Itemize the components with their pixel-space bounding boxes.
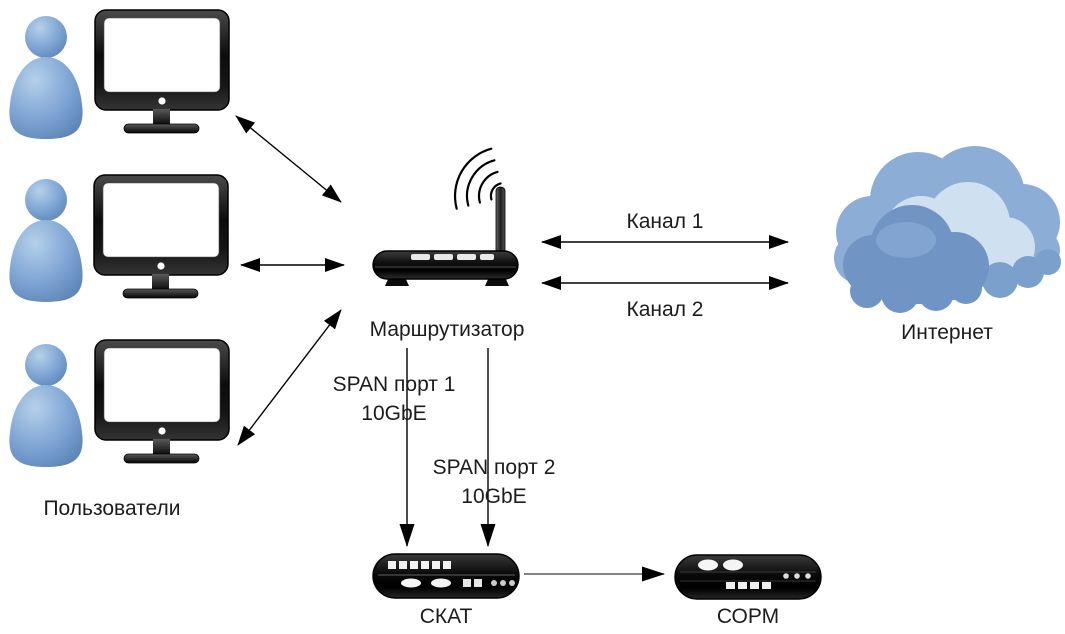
link-pc1-router (235, 115, 342, 203)
internet-cloud-icon (834, 146, 1061, 313)
span1-label: SPAN порт 1 10GbE (333, 370, 456, 429)
router-vents (411, 254, 494, 260)
router-label: Маршрутизатор (369, 318, 525, 341)
sorm-label: СОРМ (716, 605, 780, 628)
lan-links (235, 115, 345, 446)
span2-label: SPAN порт 2 10GbE (433, 453, 556, 512)
channel2-label: Канал 2 (626, 298, 704, 321)
user-computer-group-1 (9, 9, 230, 139)
user-icon (9, 344, 83, 467)
user-icon (9, 179, 83, 302)
users-label: Пользователи (43, 497, 181, 520)
monitor-icon (93, 174, 229, 299)
span2-name: SPAN порт 2 (432, 456, 556, 479)
span2-speed: 10GbE (461, 485, 527, 509)
sorm-appliance-icon (674, 554, 822, 600)
link-pc3-router (237, 309, 342, 446)
user-computer-group-2 (9, 174, 229, 302)
monitor-icon (94, 9, 230, 134)
wan-links (541, 235, 789, 290)
skat-label: СКАТ (419, 605, 473, 628)
span1-name: SPAN порт 1 (332, 373, 456, 396)
span1-speed: 10GbE (361, 402, 427, 426)
channel1-label: Канал 1 (626, 210, 704, 233)
wifi-waves-icon (453, 147, 502, 210)
span-links (399, 348, 496, 547)
monitor-icon (94, 339, 230, 464)
router-antenna (495, 186, 506, 256)
router-icon (372, 147, 519, 286)
skat-appliance-icon (372, 553, 520, 599)
internet-label: Интернет (901, 321, 993, 344)
user-icon (9, 16, 83, 139)
user-computer-group-3 (9, 339, 230, 467)
